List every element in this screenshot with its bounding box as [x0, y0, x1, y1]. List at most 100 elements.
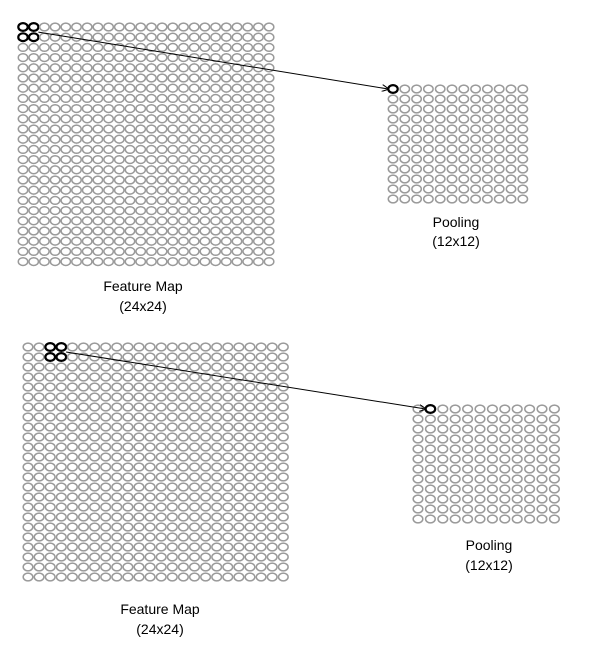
feature-map-cell — [66, 472, 78, 482]
feature-map-cell — [210, 83, 222, 93]
feature-map-cell — [33, 432, 45, 442]
feature-map-cell — [100, 442, 112, 452]
feature-map-cell — [233, 392, 245, 402]
feature-map-cell — [55, 532, 67, 542]
feature-map-cell — [255, 542, 267, 552]
feature-map-cell — [263, 32, 275, 42]
feature-map-cell — [188, 542, 201, 552]
pooling-cell — [411, 174, 423, 184]
feature-map-cell — [135, 42, 147, 53]
pooling-cell — [446, 184, 458, 194]
pooling-cell — [434, 164, 446, 174]
feature-map-cell — [211, 542, 223, 552]
feature-map-cell — [28, 42, 40, 53]
feature-map-cell — [144, 512, 156, 522]
pooling-grid-2 — [412, 404, 560, 524]
pooling-cell — [474, 514, 486, 524]
feature-map-cell — [135, 226, 147, 236]
feature-map-cell — [55, 452, 67, 462]
feature-map-cell — [156, 246, 168, 257]
feature-map-cell — [277, 442, 289, 452]
feature-map-cell — [177, 472, 189, 482]
feature-map-cell — [244, 432, 256, 442]
feature-map-cell — [178, 42, 189, 53]
feature-map-cell — [277, 452, 289, 462]
feature-map-cell — [33, 412, 45, 422]
feature-map-cell — [166, 552, 178, 562]
feature-map-cell — [44, 452, 56, 462]
feature-map-cell — [145, 154, 157, 165]
feature-map-cell — [167, 103, 179, 114]
feature-map-cell — [28, 216, 40, 226]
pooling-cell — [524, 434, 536, 444]
feature-map-cell — [33, 402, 45, 412]
feature-map-cell — [177, 482, 189, 492]
feature-map-cell — [156, 256, 168, 267]
pooling-cell — [511, 484, 523, 494]
feature-map-cell — [222, 432, 234, 442]
feature-map-cell — [199, 185, 211, 195]
feature-map-cell — [113, 205, 125, 216]
pooling-cell — [387, 134, 399, 144]
feature-map-cell — [135, 83, 147, 93]
pooling-cell — [524, 474, 536, 484]
feature-map-cell — [266, 502, 278, 512]
feature-map-title-2: Feature Map — [120, 601, 200, 617]
feature-map-cell — [211, 502, 223, 512]
feature-map-cell — [222, 532, 234, 542]
pooling-cell — [548, 424, 560, 434]
feature-map-cell — [200, 372, 212, 382]
feature-map-cell — [277, 512, 289, 522]
feature-map-cell — [231, 185, 243, 195]
feature-map-cell — [145, 63, 157, 73]
feature-map-cell — [220, 83, 232, 93]
feature-map-cell — [188, 452, 201, 462]
feature-map-cell — [167, 226, 179, 236]
feature-map-cell — [100, 532, 112, 542]
pooling-cell — [470, 174, 482, 184]
feature-map-cell — [89, 382, 101, 392]
feature-map-cell — [92, 185, 104, 195]
feature-map-cell — [244, 492, 256, 502]
feature-map-cell — [89, 462, 101, 472]
feature-map-cell — [122, 492, 134, 502]
pooling-cell — [470, 184, 482, 194]
feature-map-cell — [177, 542, 189, 552]
feature-map-cell — [167, 195, 179, 206]
feature-map-cell — [55, 562, 67, 572]
feature-map-cell — [156, 52, 168, 63]
pooling-cell — [536, 414, 548, 424]
pooling-cell — [505, 184, 517, 194]
feature-map-cell — [263, 216, 275, 226]
feature-map-cell — [81, 114, 93, 124]
feature-map-cell — [133, 412, 145, 422]
pooling-cell — [399, 94, 411, 104]
pooling-cell — [493, 154, 505, 164]
pooling-cell — [536, 434, 548, 444]
feature-map-cell — [60, 165, 72, 175]
feature-map-cell — [124, 246, 136, 257]
feature-map-cell — [263, 144, 275, 155]
feature-map-cell — [166, 352, 178, 362]
feature-map-cell — [277, 412, 289, 422]
feature-map-cell — [113, 22, 125, 32]
feature-map-cell — [188, 256, 200, 267]
feature-map-cell — [156, 63, 168, 73]
feature-map-cell — [200, 412, 212, 422]
pooling-cell — [548, 454, 560, 464]
feature-map-cell — [155, 542, 167, 552]
pooling-cell — [424, 484, 436, 494]
feature-map-cell — [111, 352, 123, 362]
pooling-cell — [517, 194, 529, 204]
pooling-cell — [412, 424, 424, 434]
feature-map-cell — [233, 472, 245, 482]
feature-map-cell — [81, 83, 93, 93]
feature-map-cell — [28, 144, 40, 155]
pooling-cell — [474, 464, 486, 474]
feature-map-cell — [135, 52, 147, 63]
pooling-cell — [499, 434, 511, 444]
feature-map-cell — [135, 114, 147, 124]
pooling-cell — [481, 84, 493, 94]
feature-map-cell — [188, 154, 200, 165]
feature-map-cell — [113, 144, 125, 155]
